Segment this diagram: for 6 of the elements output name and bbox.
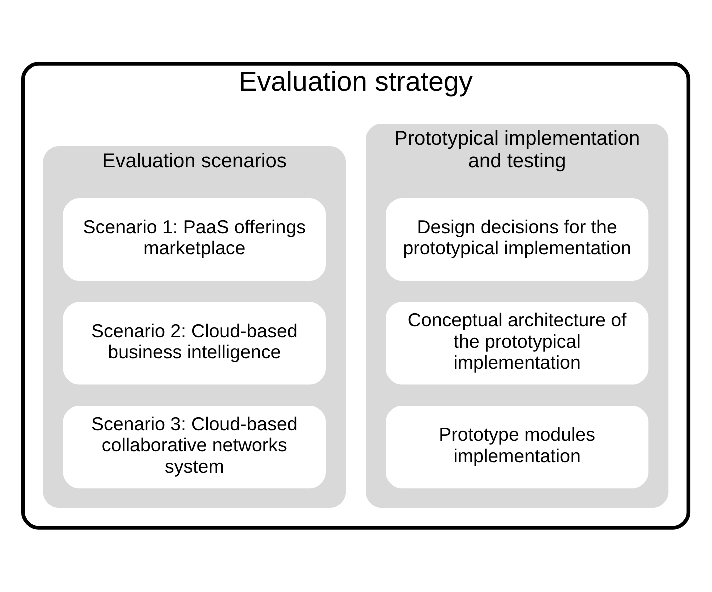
- node-box: Scenario 2: Cloud-based business intelligence: [63, 302, 326, 385]
- node-box: Conceptual architecture of the prototypical implementation: [386, 302, 649, 385]
- node-box: Scenario 3: Cloud-based collaborative networks system: [63, 406, 326, 489]
- node-box: Scenario 1: PaaS offerings marketplace: [63, 198, 326, 281]
- node-box: Prototype modules implementation: [386, 406, 649, 489]
- node-box: Design decisions for the prototypical implementation: [386, 198, 649, 281]
